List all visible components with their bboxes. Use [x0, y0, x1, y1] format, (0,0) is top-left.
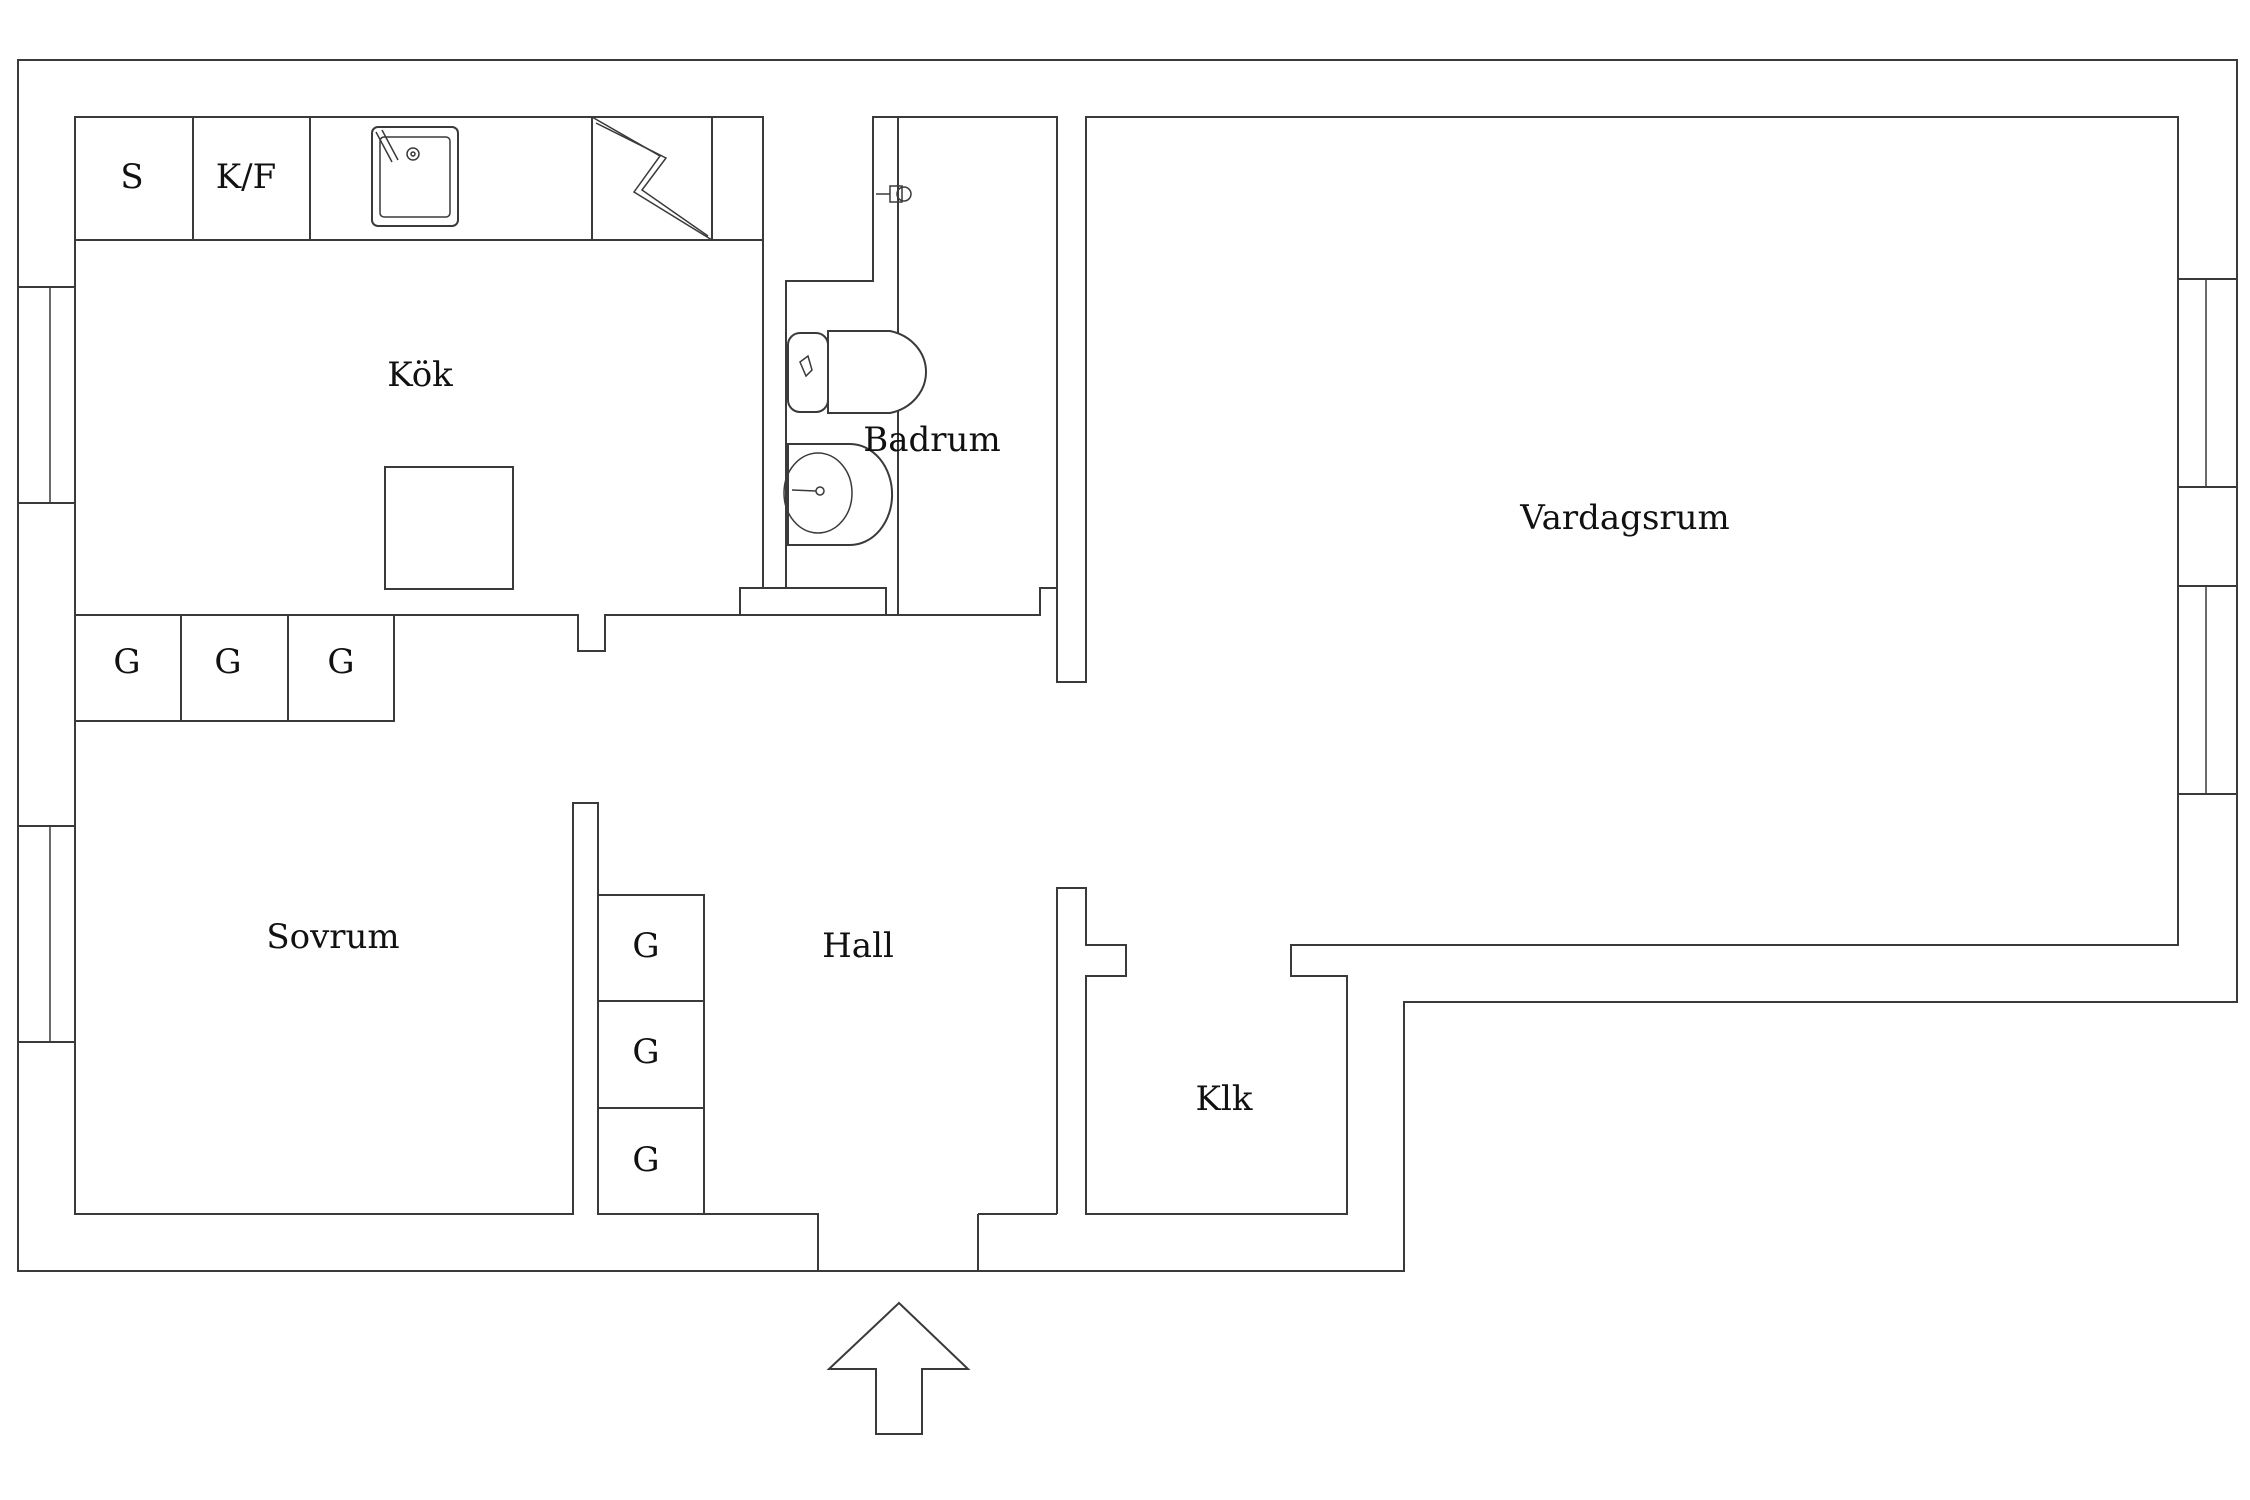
wardrobe-column-hall: G G G [597, 894, 705, 1215]
hall-room: Hall [822, 926, 894, 966]
bedroom-walls [74, 721, 819, 1271]
bathroom-inner [786, 116, 1058, 616]
wardrobe-label: G [632, 926, 659, 966]
wardrobe-label: G [632, 1140, 659, 1180]
window-icon [17, 825, 76, 1043]
living-room: Vardagsrum [1056, 116, 2238, 1215]
closet-label: Klk [1196, 1079, 1253, 1119]
dishwasher-icon [591, 116, 713, 241]
window-icon [17, 286, 76, 504]
entrance-arrow-icon [826, 1301, 971, 1435]
inner-wall [74, 116, 764, 652]
bedroom-label: Sovrum [266, 917, 399, 957]
window-icon [2177, 278, 2238, 488]
living-room-walls [1056, 116, 2179, 1215]
hall-label: Hall [822, 926, 894, 966]
shower-head-icon [876, 185, 912, 203]
fridge-freezer-label: K/F [216, 157, 276, 197]
wardrobe-label: G [327, 642, 354, 682]
kitchen-label: Kök [387, 355, 453, 395]
wardrobe-label: G [632, 1032, 659, 1072]
stove-label: S [120, 157, 143, 197]
kitchen-sink-icon [371, 126, 459, 227]
wardrobe-label: G [113, 642, 140, 682]
bathroom-room: Badrum [739, 116, 1087, 683]
bathroom-label: Badrum [863, 420, 1000, 460]
kitchen-table [384, 466, 514, 590]
kitchen-room: S K/F Kök [17, 116, 763, 590]
wardrobe-row-upper: G G G [74, 614, 395, 722]
window-icon [2177, 585, 2238, 795]
closet-room: Klk [1196, 1079, 1253, 1119]
living-room-label: Vardagsrum [1519, 498, 1730, 538]
wardrobe-label: G [214, 642, 241, 682]
toilet-icon [787, 330, 927, 414]
outer-wall [17, 59, 2238, 1272]
washbasin-icon [783, 443, 894, 546]
bedroom-room: Sovrum [17, 721, 1057, 1271]
